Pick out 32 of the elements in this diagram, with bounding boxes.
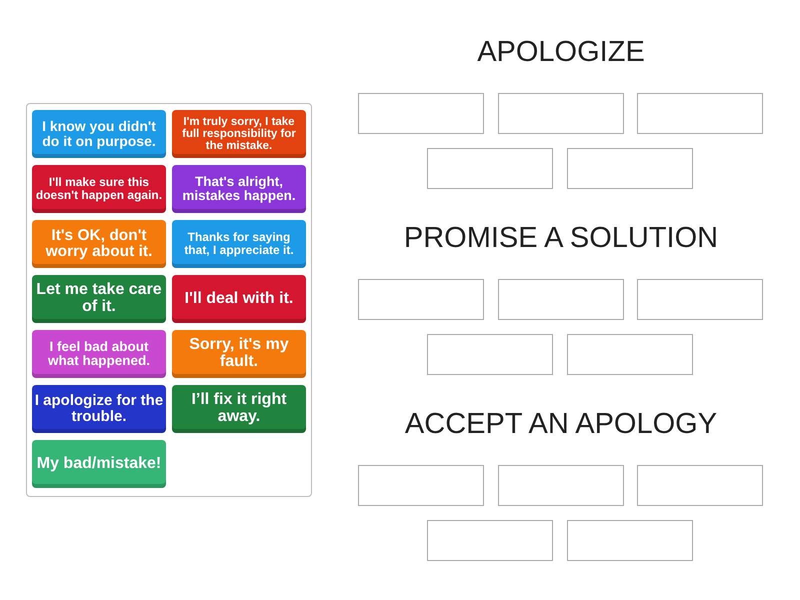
phrase-card: That's alright, mistakes happen. — [172, 165, 306, 213]
drop-slot — [637, 465, 763, 506]
phrase-card: Thanks for saying that, I appreciate it. — [172, 220, 306, 268]
phrase-card: I apologize for the trouble. — [32, 385, 166, 433]
phrase-card: It's OK, don't worry about it. — [32, 220, 166, 268]
drop-slot — [498, 93, 624, 134]
drop-slot — [427, 334, 553, 375]
phrase-card: Sorry, it's my fault. — [172, 330, 306, 378]
phrase-card: I'll make sure this doesn't happen again. — [32, 165, 166, 213]
drop-slot — [567, 148, 693, 189]
phrase-card: Let me take care of it. — [32, 275, 166, 323]
drop-slot — [358, 465, 484, 506]
phrase-card: I'm truly sorry, I take full responsibility for the mistake. — [172, 110, 306, 158]
category-heading: APOLOGIZE — [476, 36, 646, 69]
drop-slot — [498, 465, 624, 506]
card-tray — [26, 103, 312, 497]
phrase-card: I'll deal with it. — [172, 275, 306, 323]
drop-slot — [498, 279, 624, 320]
category-heading: ACCEPT AN APOLOGY — [404, 408, 718, 441]
drop-slot — [567, 520, 693, 561]
drop-slot — [637, 93, 763, 134]
phrase-card: I know you didn't do it on purpose. — [32, 110, 166, 158]
phrase-card: I’ll fix it right away. — [172, 385, 306, 433]
drop-slot — [358, 279, 484, 320]
drop-slot — [427, 148, 553, 189]
phrase-card: My bad/mistake! — [32, 440, 166, 488]
drop-slot — [427, 520, 553, 561]
drop-slot — [567, 334, 693, 375]
category-heading: PROMISE A SOLUTION — [402, 222, 720, 255]
drop-slot — [358, 93, 484, 134]
phrase-card: I feel bad about what happened. — [32, 330, 166, 378]
drop-slot — [637, 279, 763, 320]
